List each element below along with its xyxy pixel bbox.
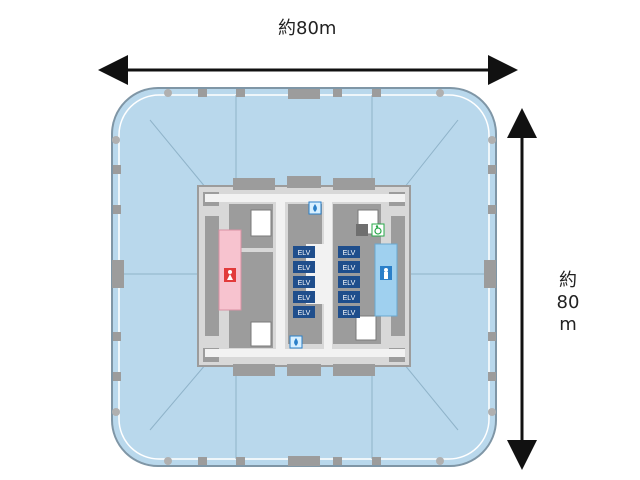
elevator-label: ELV bbox=[298, 280, 311, 287]
elevator-car bbox=[338, 306, 360, 318]
water-icon bbox=[308, 201, 322, 215]
core-block bbox=[287, 364, 321, 376]
elevator-car bbox=[338, 246, 360, 258]
elevator-label: ELV bbox=[298, 295, 311, 302]
corridor bbox=[205, 349, 405, 357]
core-block bbox=[333, 178, 375, 190]
core-block bbox=[233, 364, 275, 376]
column bbox=[288, 456, 320, 466]
core-block bbox=[205, 216, 219, 336]
elevator-car bbox=[293, 261, 315, 273]
corner-columns bbox=[112, 89, 496, 465]
column bbox=[198, 457, 207, 465]
column bbox=[372, 457, 381, 465]
height-label-line: m bbox=[559, 314, 577, 335]
elevator-car bbox=[338, 276, 360, 288]
corridor bbox=[324, 202, 332, 349]
icon-head bbox=[375, 225, 379, 228]
grid-line bbox=[403, 363, 459, 431]
column bbox=[488, 205, 496, 214]
elevator-bank: ELV ELV ELV ELV ELV ELV ELV ELV ELV ELV bbox=[293, 246, 360, 318]
column bbox=[372, 89, 381, 97]
utility-room bbox=[356, 224, 368, 236]
icon-drop bbox=[313, 204, 317, 212]
column bbox=[436, 457, 444, 465]
stair bbox=[250, 209, 272, 237]
elevator-label: ELV bbox=[343, 265, 356, 272]
core-block bbox=[233, 178, 275, 190]
column bbox=[333, 457, 342, 465]
icon-drop bbox=[294, 338, 298, 346]
elevator-car bbox=[293, 306, 315, 318]
icon-body bbox=[227, 274, 233, 280]
male-restroom-icon bbox=[380, 266, 392, 280]
column bbox=[112, 260, 124, 288]
width-dimension-label: 約80m bbox=[278, 18, 337, 39]
elevator-car bbox=[338, 291, 360, 303]
column bbox=[488, 136, 496, 144]
elevator-car bbox=[338, 261, 360, 273]
column bbox=[164, 89, 172, 97]
corridor bbox=[205, 194, 405, 202]
column bbox=[113, 165, 121, 174]
core-block bbox=[333, 364, 375, 376]
column bbox=[436, 89, 444, 97]
elevator-label: ELV bbox=[298, 310, 311, 317]
column bbox=[113, 332, 121, 341]
elevator-label: ELV bbox=[343, 310, 356, 317]
column bbox=[236, 457, 245, 465]
corridor bbox=[276, 202, 285, 349]
column bbox=[488, 165, 496, 174]
column bbox=[236, 89, 245, 97]
elevator-label: ELV bbox=[298, 265, 311, 272]
elevator-label: ELV bbox=[298, 250, 311, 257]
stair bbox=[250, 321, 272, 347]
height-dimension-label: 約 80 m bbox=[556, 270, 580, 336]
column bbox=[198, 89, 207, 97]
wheelchair-icon bbox=[371, 223, 385, 237]
column bbox=[484, 260, 496, 288]
icon-head bbox=[384, 268, 388, 272]
core-block bbox=[287, 176, 321, 188]
column bbox=[333, 89, 342, 97]
elevator-label: ELV bbox=[343, 295, 356, 302]
female-restroom-icon bbox=[224, 268, 236, 282]
elevator-label: ELV bbox=[343, 250, 356, 257]
water-icon bbox=[289, 335, 303, 349]
stair bbox=[355, 315, 377, 341]
column bbox=[113, 372, 121, 381]
column bbox=[112, 136, 120, 144]
height-label-line: 約 bbox=[559, 270, 577, 291]
icon-head bbox=[228, 270, 232, 274]
grid-line bbox=[149, 119, 207, 189]
column bbox=[488, 408, 496, 416]
column bbox=[288, 89, 320, 99]
column bbox=[488, 372, 496, 381]
elevator-car bbox=[293, 246, 315, 258]
column bbox=[112, 408, 120, 416]
icon-wheel bbox=[374, 227, 382, 235]
column bbox=[488, 332, 496, 341]
elevator-car bbox=[293, 276, 315, 288]
elevator-label: ELV bbox=[343, 280, 356, 287]
grid-line bbox=[149, 363, 207, 431]
grid-lines bbox=[119, 95, 489, 459]
grid-line bbox=[403, 119, 459, 189]
column bbox=[113, 205, 121, 214]
elevator-car bbox=[293, 291, 315, 303]
height-label-line: 80 bbox=[556, 292, 580, 313]
corridors bbox=[205, 194, 405, 357]
icon-bg bbox=[371, 223, 385, 237]
icon-body bbox=[384, 272, 388, 279]
perimeter-columns bbox=[112, 89, 496, 466]
elevator-lobby bbox=[306, 244, 324, 304]
column bbox=[164, 457, 172, 465]
